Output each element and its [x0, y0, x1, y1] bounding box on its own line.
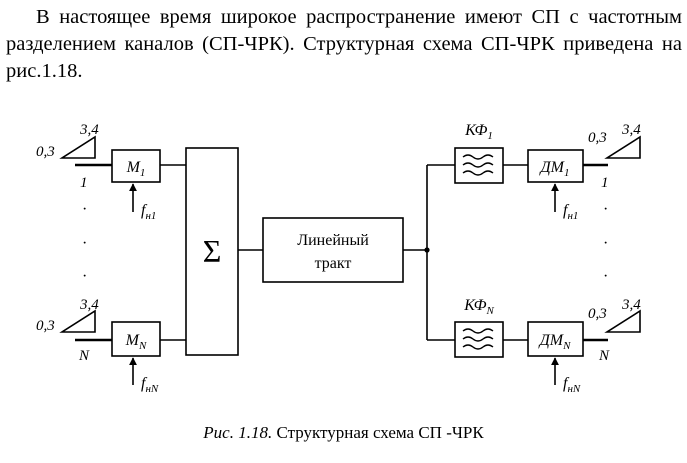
- channel-label-last-left: N: [78, 348, 90, 364]
- modulator-1-carrier-label: fн1: [141, 202, 156, 222]
- modulator-1-label: М1: [126, 159, 146, 179]
- dots-right-1: ·: [603, 201, 608, 218]
- dots-left-1: ·: [82, 201, 87, 218]
- channel-label-last-right: N: [598, 348, 610, 364]
- caption-text: Структурная схема СП -ЧРК: [276, 423, 484, 442]
- modulator-n-carrier-label: fнN: [141, 375, 159, 395]
- input-range-low-n: 0,3: [36, 318, 55, 334]
- demodulator-n-label: ДМN: [538, 332, 572, 352]
- demodulator-n-carrier-label: fнN: [563, 375, 581, 395]
- line-path-box: [262, 217, 404, 283]
- filter-1-wave-icon: [462, 154, 494, 176]
- filter-1-label: КФ1: [464, 122, 493, 142]
- figure-caption: Рис. 1.18. Структурная схема СП -ЧРК: [0, 423, 687, 443]
- intro-paragraph: В настоящее время широкое распространени…: [6, 6, 682, 82]
- caption-figure-number: Рис. 1.18.: [203, 423, 273, 442]
- input-range-low-1: 0,3: [36, 144, 55, 160]
- filter-n-wave-icon: [462, 328, 494, 350]
- input-range-high-n: 3,4: [79, 297, 99, 313]
- modulator-1-box: [111, 149, 161, 183]
- output-range-low-n: 0,3: [588, 306, 607, 322]
- demodulator-1-label: ДМ1: [538, 159, 569, 179]
- line-path-label-line-1: Линейный: [297, 232, 369, 249]
- summator-symbol: Σ: [203, 233, 222, 269]
- input-range-high-1: 3,4: [79, 122, 99, 138]
- dots-right-3: ·: [603, 268, 608, 285]
- input-spectrum-triangle-1: [59, 135, 96, 159]
- demodulator-1-carrier-label: fн1: [563, 202, 578, 222]
- summator-box: [185, 147, 239, 356]
- channel-label-first-left: 1: [80, 175, 88, 191]
- output-range-low-1: 0,3: [588, 130, 607, 146]
- dots-left-2: ·: [82, 235, 87, 252]
- input-spectrum-triangle-n: [59, 309, 96, 333]
- filter-1-box: [454, 147, 504, 184]
- dots-left-3: ·: [82, 268, 87, 285]
- output-range-high-1: 3,4: [621, 122, 641, 138]
- filter-n-box: [454, 321, 504, 358]
- output-range-high-n: 3,4: [621, 297, 641, 313]
- output-spectrum-triangle-n: [604, 309, 641, 333]
- branch-junction-dot: [424, 247, 430, 253]
- modulator-n-label: МN: [125, 332, 147, 352]
- dots-right-2: ·: [603, 235, 608, 252]
- modulator-n-box: [111, 321, 161, 357]
- output-spectrum-triangle-1: [604, 135, 641, 159]
- line-path-label-line-2: тракт: [315, 255, 352, 272]
- channel-label-first-right: 1: [601, 175, 609, 191]
- filter-n-label: КФN: [463, 297, 494, 317]
